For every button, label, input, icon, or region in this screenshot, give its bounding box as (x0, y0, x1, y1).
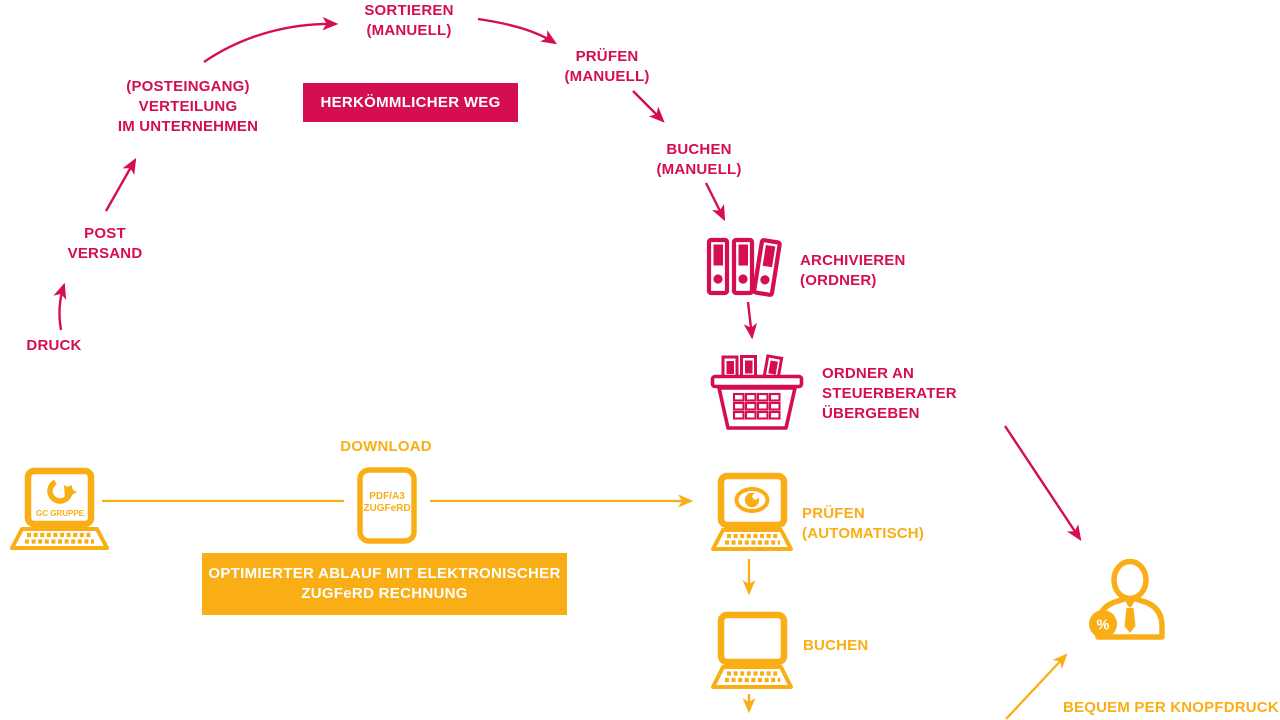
badge-herkoemmlicher-weg: HERKÖMMLICHER WEG (303, 83, 518, 122)
label-posteingang: (POSTEINGANG) VERTEILUNG IM UNTERNEHMEN (118, 77, 258, 137)
arrow-archivieren-to-uebergeben (743, 301, 758, 340)
label-bequem-per-knopfdruck: BEQUEM PER KNOPFDRUCK (1063, 699, 1279, 716)
label-pruefen-manuell-line2: (MANUELL) (564, 68, 650, 85)
badge-optimierter-ablauf-line2: ZUGFeRD RECHNUNG (301, 585, 468, 602)
laptop-gc-icon: GC GRUPPE (10, 467, 109, 550)
eye-icon (734, 487, 770, 513)
label-buchen-manuell: BUCHEN (MANUELL) (656, 140, 741, 180)
person-steuerberater-icon: % (1089, 558, 1165, 640)
document-label-line1: PDF/A3 (369, 491, 405, 502)
arrow-postversand-to-posteingang (104, 157, 137, 212)
arrow-pruefen-to-buchen (632, 90, 665, 123)
tie-icon (1124, 599, 1136, 633)
arrow-druck-to-postversand (53, 282, 67, 331)
percent-label: % (1097, 618, 1110, 634)
label-ordner-uebergeben: ORDNER AN STEUERBERATER ÜBERGEBEN (822, 364, 957, 424)
label-pruefen-automatisch: PRÜFEN (AUTOMATISCH) (802, 504, 924, 544)
label-archivieren: ARCHIVIEREN (ORDNER) (800, 251, 906, 291)
label-pruefen-manuell: PRÜFEN (MANUELL) (564, 47, 649, 87)
label-pruefen-manuell-line1: PRÜFEN (575, 48, 639, 65)
label-post-versand-line2: VERSAND (67, 245, 143, 262)
arrow-buchen-to-archivieren (704, 182, 726, 222)
arrow-uebergeben-to-steuerberater (1004, 425, 1082, 541)
document-pdf-icon: PDF/A3 ZUGFeRD (357, 467, 417, 544)
label-buchen-automatisch: BUCHEN (803, 637, 869, 654)
label-posteingang-line2: VERTEILUNG (138, 98, 238, 115)
gc-logo-icon (47, 478, 77, 504)
binders-icon (706, 237, 782, 297)
label-post-versand: POST VERSAND (68, 224, 143, 264)
label-druck: DRUCK (26, 337, 82, 354)
label-archivieren-line1: ARCHIVIEREN (800, 252, 906, 269)
badge-optimierter-ablauf-line1: OPTIMIERTER ABLAUF MIT ELEKTRONISCHER (208, 565, 561, 582)
label-ordner-uebergeben-line3: ÜBERGEBEN (822, 405, 920, 422)
label-buchen-manuell-line1: BUCHEN (666, 141, 732, 158)
basket-icon (710, 354, 804, 430)
label-pruefen-automatisch-line2: (AUTOMATISCH) (802, 525, 925, 542)
label-sortieren-line2: (MANUELL) (366, 22, 452, 39)
arrow-posteingang-to-sortieren (203, 16, 339, 63)
label-ordner-uebergeben-line2: STEUERBERATER (822, 385, 957, 402)
label-sortieren: SORTIEREN (MANUELL) (364, 1, 453, 41)
laptop-buchen-icon (711, 611, 793, 689)
label-posteingang-line3: IM UNTERNEHMEN (117, 118, 259, 135)
label-archivieren-line2: (ORDNER) (800, 272, 877, 289)
gc-laptop-label: GC GRUPPE (36, 509, 85, 518)
badge-optimierter-ablauf: OPTIMIERTER ABLAUF MIT ELEKTRONISCHER ZU… (202, 553, 567, 615)
percent-badge: % (1089, 610, 1117, 638)
label-posteingang-line1: (POSTEINGANG) (126, 78, 250, 95)
label-download: DOWNLOAD (340, 438, 432, 455)
document-label-line2: ZUGFeRD (363, 503, 410, 514)
arrow-sortieren-to-pruefen (477, 17, 558, 45)
label-buchen-manuell-line2: (MANUELL) (656, 161, 742, 178)
label-sortieren-line1: SORTIEREN (364, 2, 454, 19)
arrow-knopfdruck-to-steuerberater (1005, 653, 1068, 720)
label-ordner-uebergeben-line1: ORDNER AN (822, 365, 915, 382)
label-pruefen-automatisch-line1: PRÜFEN (802, 505, 865, 522)
laptop-check-icon (711, 472, 793, 551)
label-post-versand-line1: POST (84, 225, 126, 242)
